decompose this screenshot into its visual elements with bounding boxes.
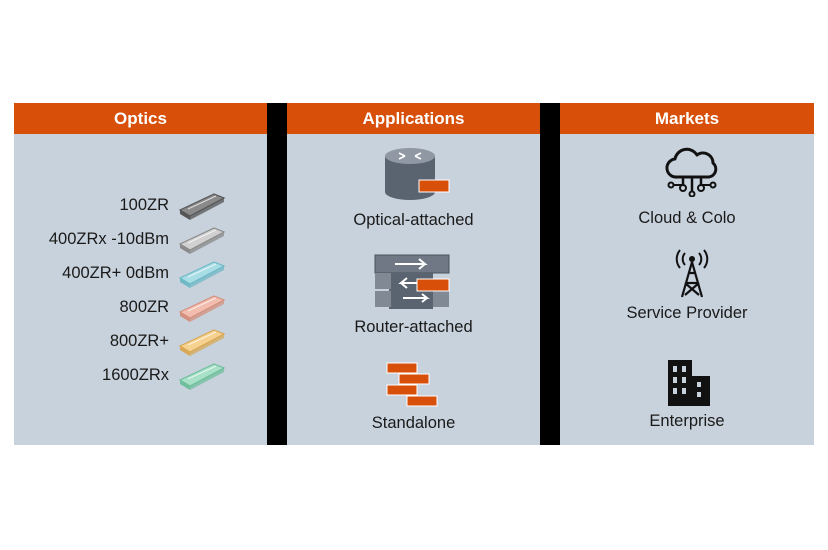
optic-label: 400ZR+ 0dBm bbox=[62, 264, 169, 282]
optic-item: 800ZR bbox=[14, 293, 267, 323]
service-provider-label: Service Provider bbox=[626, 304, 748, 322]
optic-label: 1600ZRx bbox=[102, 366, 169, 384]
router-cylinder-icon bbox=[385, 148, 450, 200]
cloud-colo-label: Cloud & Colo bbox=[638, 209, 736, 227]
optic-label: 800ZR bbox=[119, 298, 169, 316]
markets-panel: Markets Cloud & Colo Service Provider bbox=[560, 103, 814, 445]
optic-label: 100ZR bbox=[119, 196, 169, 214]
transceiver-module-icon bbox=[178, 227, 226, 254]
optic-label: 800ZR+ bbox=[109, 332, 169, 350]
switch-stack-icon bbox=[374, 254, 450, 309]
optic-item: 800ZR+ bbox=[14, 327, 267, 357]
optic-item: 100ZR bbox=[14, 191, 267, 221]
applications-panel: Applications Optical-attached Router-att… bbox=[287, 103, 540, 445]
optic-item: 400ZR+ 0dBm bbox=[14, 259, 267, 289]
three-column-diagram: Optics 100ZR 400ZRx -10dBm 400ZR+ 0dBm 800Z… bbox=[14, 103, 814, 445]
cloud-network-icon bbox=[665, 147, 718, 197]
optical-attached-label: Optical-attached bbox=[353, 211, 474, 229]
markets-header: Markets bbox=[560, 103, 814, 134]
stacked-modules-icon bbox=[386, 362, 438, 407]
optics-panel: Optics 100ZR 400ZRx -10dBm 400ZR+ 0dBm 800Z… bbox=[14, 103, 267, 445]
transceiver-module-icon bbox=[178, 261, 226, 288]
transceiver-module-icon bbox=[178, 295, 226, 322]
optic-label: 400ZRx -10dBm bbox=[48, 230, 169, 248]
router-attached-label: Router-attached bbox=[354, 318, 473, 336]
transceiver-module-icon bbox=[178, 193, 226, 220]
optic-item: 400ZRx -10dBm bbox=[14, 225, 267, 255]
optic-item: 1600ZRx bbox=[14, 361, 267, 391]
enterprise-label: Enterprise bbox=[649, 412, 725, 430]
transceiver-module-icon bbox=[178, 329, 226, 356]
radio-tower-icon bbox=[675, 249, 709, 298]
office-building-icon bbox=[668, 360, 710, 406]
standalone-label: Standalone bbox=[371, 414, 456, 432]
transceiver-module-icon bbox=[178, 363, 226, 390]
optics-header: Optics bbox=[14, 103, 267, 134]
applications-header: Applications bbox=[287, 103, 540, 134]
